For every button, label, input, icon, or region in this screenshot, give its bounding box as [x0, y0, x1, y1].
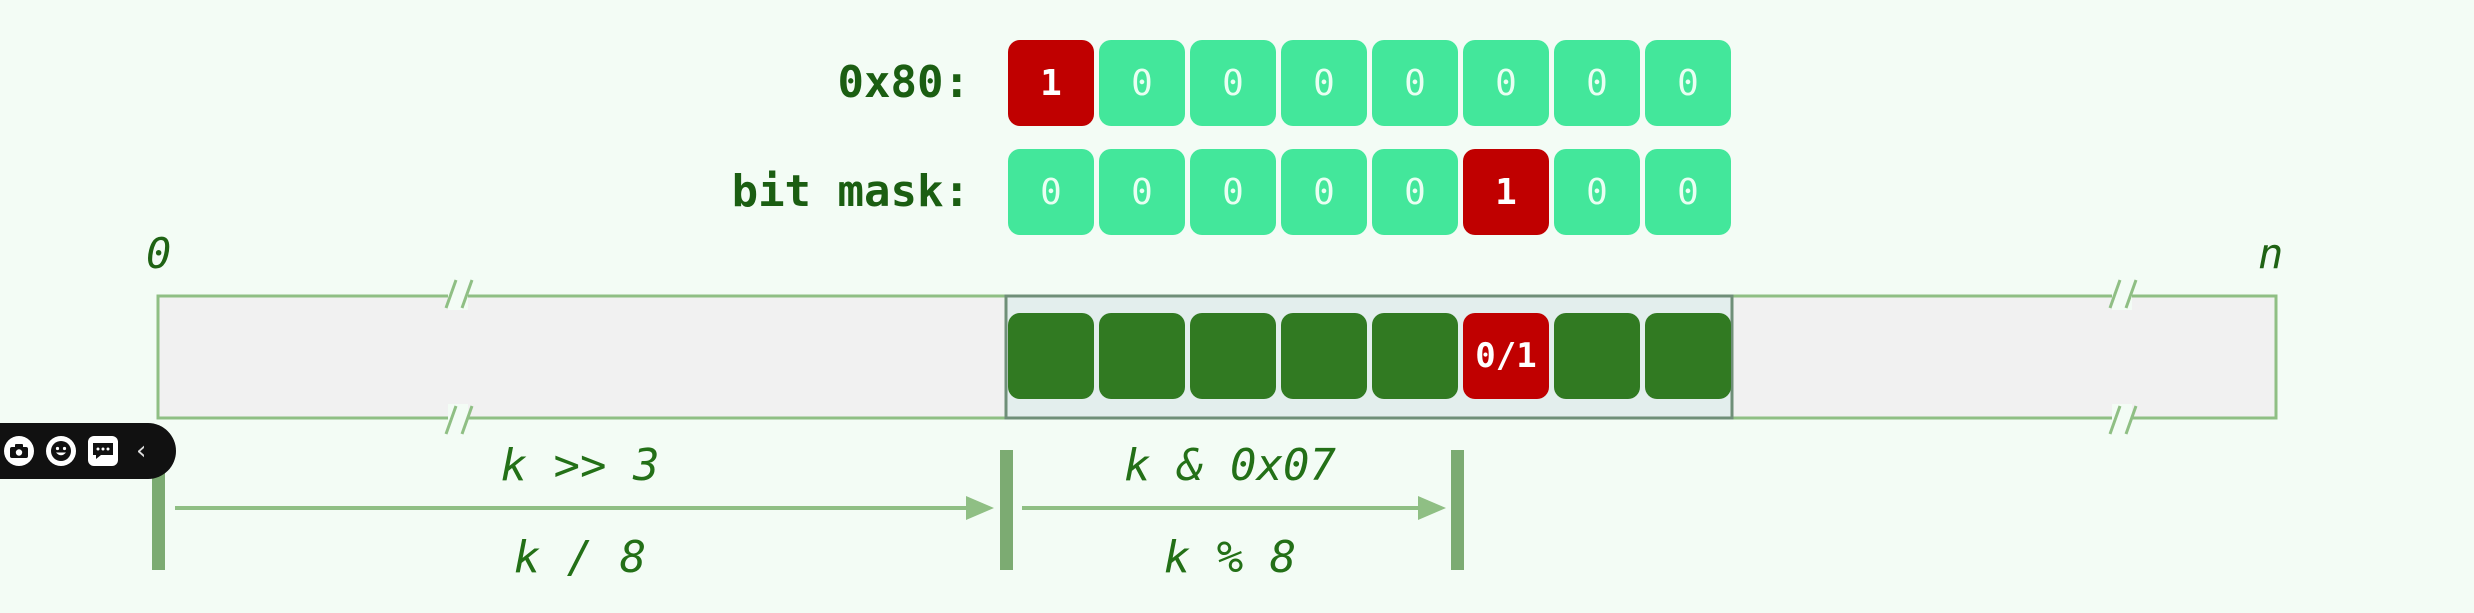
- bit-0x80-1: 0: [1099, 40, 1185, 126]
- collapse-chevron-icon[interactable]: ‹: [136, 436, 147, 466]
- bit-0x80-4: 0: [1372, 40, 1458, 126]
- bit-mask-6: 0: [1554, 149, 1640, 235]
- formula-shift: k >> 3: [500, 440, 660, 491]
- chat-icon[interactable]: [88, 436, 118, 466]
- byte-bit-cell-6: [1554, 313, 1640, 399]
- row-label-0x80: 0x80:: [837, 57, 970, 108]
- byte-bit-cell-7: [1645, 313, 1731, 399]
- bit-index-arrow: [1022, 496, 1446, 520]
- bit-mask-4: 0: [1372, 149, 1458, 235]
- break-mark-right-bottom: [2108, 404, 2138, 436]
- marker-bit: [1451, 450, 1464, 570]
- bit-0x80-7: 0: [1645, 40, 1731, 126]
- formula-modulo: k % 8: [1163, 532, 1297, 583]
- bit-mask-3: 0: [1281, 149, 1367, 235]
- formula-divide: k / 8: [513, 532, 647, 583]
- array-end-label: n: [2258, 229, 2284, 278]
- bit-0x80-6: 0: [1554, 40, 1640, 126]
- byte-bit-cell-4: [1372, 313, 1458, 399]
- byte-bit-cell-1: [1099, 313, 1185, 399]
- byte-bit-cell-0: [1008, 313, 1094, 399]
- camera-icon[interactable]: [4, 436, 34, 466]
- break-mark-left-top: [444, 278, 474, 310]
- byte-bit-cell-2: [1190, 313, 1276, 399]
- bit-0x80-0: 1: [1008, 40, 1094, 126]
- break-mark-left-bottom: [444, 404, 474, 436]
- bit-mask-7: 0: [1645, 149, 1731, 235]
- bit-mask-1: 0: [1099, 149, 1185, 235]
- marker-start: [152, 450, 165, 570]
- formula-and-mask: k & 0x07: [1124, 440, 1336, 491]
- bit-0x80-3: 0: [1281, 40, 1367, 126]
- row-label-bit-mask: bit mask:: [731, 166, 970, 217]
- byte-index-arrow: [175, 496, 994, 520]
- bit-mask-2: 0: [1190, 149, 1276, 235]
- byte-bit-cell-3: [1281, 313, 1367, 399]
- smiley-icon[interactable]: [46, 436, 76, 466]
- overlay-toolbar: ‹: [0, 423, 176, 479]
- bit-0x80-2: 0: [1190, 40, 1276, 126]
- bit-mask-0: 0: [1008, 149, 1094, 235]
- array-start-label: 0: [146, 229, 172, 278]
- bit-0x80-5: 0: [1463, 40, 1549, 126]
- marker-byte: [1000, 450, 1013, 570]
- bit-mask-5: 1: [1463, 149, 1549, 235]
- break-mark-right-top: [2108, 278, 2138, 310]
- byte-bit-cell-5: 0/1: [1463, 313, 1549, 399]
